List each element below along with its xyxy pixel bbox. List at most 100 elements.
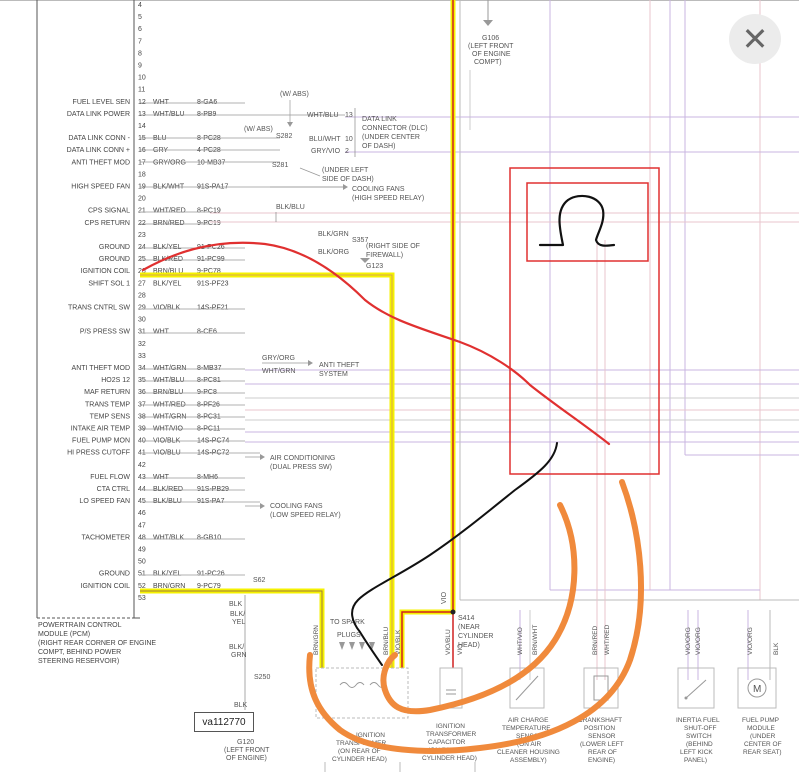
pin-number: 15 (138, 135, 146, 142)
circuit-id: 14S-PF21 (197, 305, 229, 312)
pcm-pin-row: 9 (138, 63, 142, 70)
orange-annotation-loop (380, 502, 578, 715)
ac-fan-notes: AIR CONDITIONING (DUAL PRESS SW) COOLING… (245, 454, 341, 584)
note-w-abs: (W/ ABS) (280, 91, 309, 98)
pin-function: SHIFT SOL 1 (88, 280, 130, 287)
pcm-title-line: STEERING RESERVOIR) (38, 658, 119, 665)
fuel-pump-label: FUEL PUMP (742, 717, 779, 724)
wire-color: BLK/BLU (153, 498, 182, 505)
pcm-pin-row: 8 (138, 50, 142, 57)
pin-function: CPS SIGNAL (88, 208, 130, 215)
pcm-pin-row: 33 (138, 353, 146, 360)
ground-g120-label: OF ENGINE) (226, 755, 267, 762)
wire-color: WHT/BLU (153, 111, 185, 118)
pin-function: TEMP SENS (90, 413, 131, 420)
circuit-id: 91S-PF23 (197, 280, 229, 287)
pcm-title-line: MODULE (PCM) (38, 631, 90, 638)
pcm-pin-row: 14 (138, 123, 146, 130)
pin-number: 45 (138, 498, 146, 505)
wire-color: BLK/RED (153, 486, 183, 493)
pin-number: 51 (138, 571, 146, 578)
pin-number: 25 (138, 256, 146, 263)
circuit-id: 8-GA6 (197, 99, 217, 106)
pin-number: 12 (138, 99, 146, 106)
circuit-id: 91-PC99 (197, 256, 225, 263)
inertia-switch-label: LEFT KICK (680, 749, 713, 756)
ckp-sensor-label: POSITION (584, 725, 615, 732)
wire-label: WHT/GRN (262, 368, 295, 375)
pin-number: 16 (138, 147, 146, 154)
pin-number: 5 (138, 14, 142, 21)
wire-color: BLK/YEL (153, 280, 182, 287)
motor-symbol: M (753, 684, 761, 695)
pin-function: INTAKE AIR TEMP (71, 426, 131, 433)
inertia-switch-label: SWITCH (686, 733, 712, 740)
pcm-title-line: COMPT, BEHIND POWER (38, 649, 121, 656)
pin-function: FUEL FLOW (90, 474, 130, 481)
capacitor-label: CYLINDER HEAD) (422, 755, 477, 762)
under-left-label: (UNDER LEFT (322, 167, 369, 174)
pcm-pin-row: 30 (138, 317, 146, 324)
s414-notes: VIO S414 (NEAR CYLINDER HEAD) (441, 591, 493, 649)
wire-color: WHT (153, 474, 170, 481)
fuel-pump-module: M FUEL PUMP MODULE (UNDER CENTER OF REAR… (737, 667, 782, 756)
note-w-abs: (W/ ABS) (244, 126, 273, 133)
pin-number: 21 (138, 208, 146, 215)
wire-label: VIO/BLU (445, 629, 452, 655)
pin-number: 24 (138, 244, 146, 251)
wire-label: BRN/WHT (532, 625, 539, 655)
pin-function: GROUND (99, 256, 130, 263)
pcm-pin-row: 49 (138, 547, 146, 554)
ground-wires: BLK BLK/ YEL BLK/ GRN S250 BLK G120 (LEF… (224, 595, 270, 762)
orange-annotation-loop (306, 479, 644, 754)
splice-s282: S282 (276, 133, 292, 140)
pin-function: MAF RETURN (84, 389, 130, 396)
pin-number: 29 (138, 305, 146, 312)
diagram-id-box: va112770 (194, 712, 254, 732)
pin-number: 6 (138, 26, 142, 33)
pcm-pin-row: 20 (138, 196, 146, 203)
pin-function: P/S PRESS SW (80, 329, 131, 336)
firewall-label: FIREWALL) (366, 252, 403, 259)
circuit-id: 4-PC28 (197, 147, 221, 154)
wire-color: BLU (153, 135, 167, 142)
g106-notes: G106 (LEFT FRONT OF ENGINE COMPT) (468, 0, 514, 66)
pin-function: IGNITION COIL (81, 268, 131, 275)
close-button[interactable]: ✕ (729, 14, 781, 64)
wire-label: BRN/BLU (383, 627, 390, 655)
pcm-pin-row: 23 (138, 232, 146, 239)
pin-number: 11 (138, 87, 145, 94)
wire-color: BRN/GRN (153, 583, 185, 590)
splice-s414-label: CYLINDER (458, 633, 493, 640)
wire-label: BLK/ (230, 611, 245, 618)
anti-theft-label: ANTI THEFT (319, 362, 360, 369)
circuit-id: 10-MB37 (197, 159, 226, 166)
pin-function: HIGH SPEED FAN (71, 184, 130, 191)
pin-function: CTA CTRL (97, 486, 130, 493)
pcm-title-line: (RIGHT REAR CORNER OF ENGINE (38, 640, 156, 647)
ckp-sensor-label: CRANKSHAFT (578, 717, 622, 724)
pin-function: FUEL LEVEL SEN (73, 99, 130, 106)
circuit-id: 9-PC19 (197, 220, 221, 227)
ground-g106-label: OF ENGINE (472, 51, 511, 58)
spark-plug-label: TO SPARK (330, 619, 365, 626)
black-annotation-line (351, 442, 558, 666)
pcm-pin-row: 7 (138, 38, 142, 45)
pin-function: IGNITION COIL (81, 583, 131, 590)
pin-number: 53 (138, 595, 146, 602)
capacitor-label: IGNITION (436, 723, 465, 730)
pin-function: LO SPEED FAN (79, 498, 130, 505)
pin-number: 46 (138, 510, 146, 517)
ckp-sensor-label: SENSOR (588, 733, 616, 740)
pin-number: 47 (138, 522, 146, 529)
pin-number: 14 (138, 123, 146, 130)
highlighted-wires (140, 0, 456, 668)
wire-label: BLK (229, 601, 243, 608)
